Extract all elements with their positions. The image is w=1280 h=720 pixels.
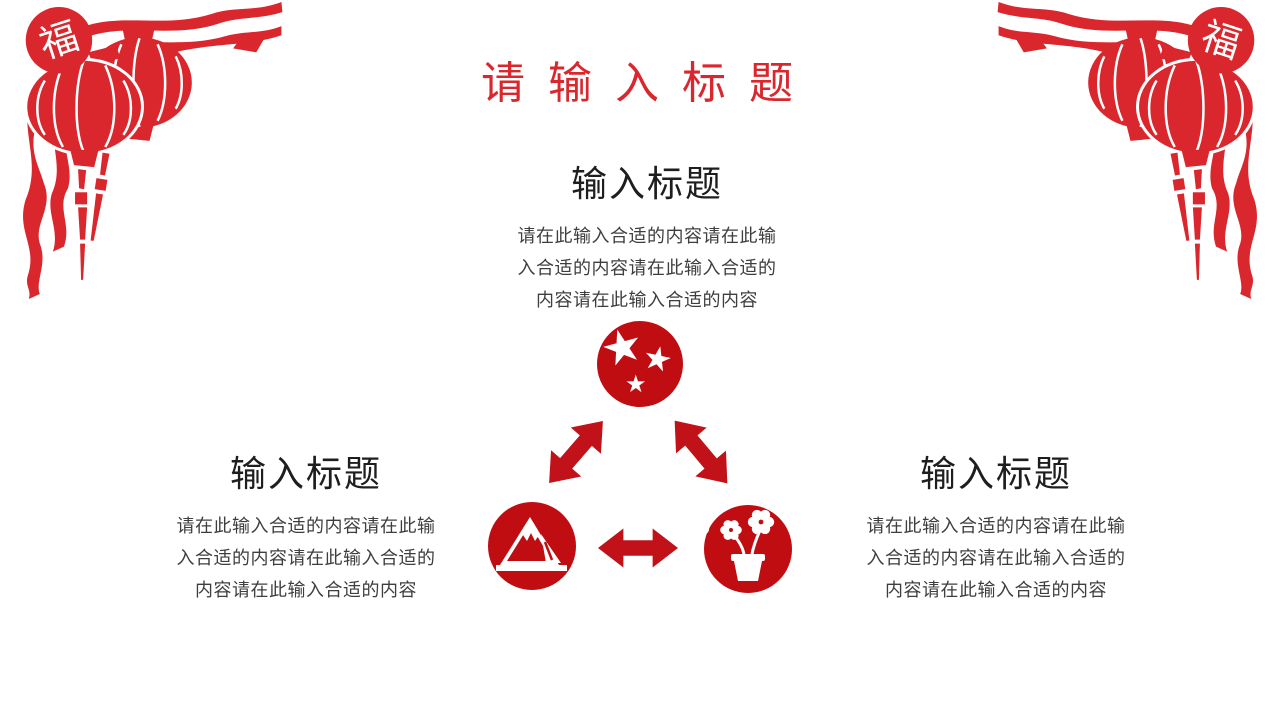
section-right-body[interactable]: 请在此输入合适的内容请在此输 入合适的内容请在此输入合适的 内容请在此输入合适的…	[844, 510, 1148, 606]
section-left-body[interactable]: 请在此输入合适的内容请在此输 入合适的内容请在此输入合适的 内容请在此输入合适的…	[154, 510, 458, 606]
lanterns-decoration-left: 福	[0, 0, 285, 302]
double-arrow-icon	[598, 527, 680, 569]
body-line: 内容请在此输入合适的内容	[536, 290, 758, 310]
body-line: 请在此输入合适的内容请在此输	[176, 516, 436, 536]
section-top-body[interactable]: 请在此输入合适的内容请在此输 入合适的内容请在此输入合适的 内容请在此输入合适的…	[495, 220, 799, 316]
double-arrow-icon	[659, 407, 744, 497]
chinese-lanterns-icon: 福	[997, 2, 1257, 299]
body-line: 请在此输入合适的内容请在此输	[517, 226, 777, 246]
double-arrow-icon	[533, 407, 618, 496]
star-glyph: ★	[625, 370, 647, 398]
body-line: 入合适的内容请在此输入合适的	[176, 548, 436, 568]
lanterns-decoration-right: 福	[995, 0, 1280, 302]
section-left-heading[interactable]: 输入标题	[229, 454, 382, 494]
chinese-lanterns-icon: 福	[23, 2, 283, 299]
slide-title-placeholder[interactable]: 请 输 入 标 题	[481, 59, 799, 108]
section-left[interactable]: 输入标题 请在此输入合适的内容请在此输 入合适的内容请在此输入合适的 内容请在此…	[154, 454, 458, 606]
body-line: 内容请在此输入合适的内容	[195, 580, 417, 600]
section-right-heading[interactable]: 输入标题	[919, 454, 1072, 494]
mountain-icon	[488, 502, 576, 590]
section-top[interactable]: 输入标题 请在此输入合适的内容请在此输 入合适的内容请在此输入合适的 内容请在此…	[495, 164, 799, 316]
body-line: 入合适的内容请在此输入合适的	[866, 548, 1126, 568]
body-line: 内容请在此输入合适的内容	[885, 580, 1107, 600]
body-line: 请在此输入合适的内容请在此输	[866, 516, 1126, 536]
section-top-heading[interactable]: 输入标题	[570, 164, 723, 204]
section-right[interactable]: 输入标题 请在此输入合适的内容请在此输 入合适的内容请在此输入合适的 内容请在此…	[844, 454, 1148, 606]
stars-icon: ★ ★ ★	[595, 315, 683, 407]
flowerpot-icon	[704, 505, 792, 593]
body-line: 入合适的内容请在此输入合适的	[517, 258, 777, 278]
